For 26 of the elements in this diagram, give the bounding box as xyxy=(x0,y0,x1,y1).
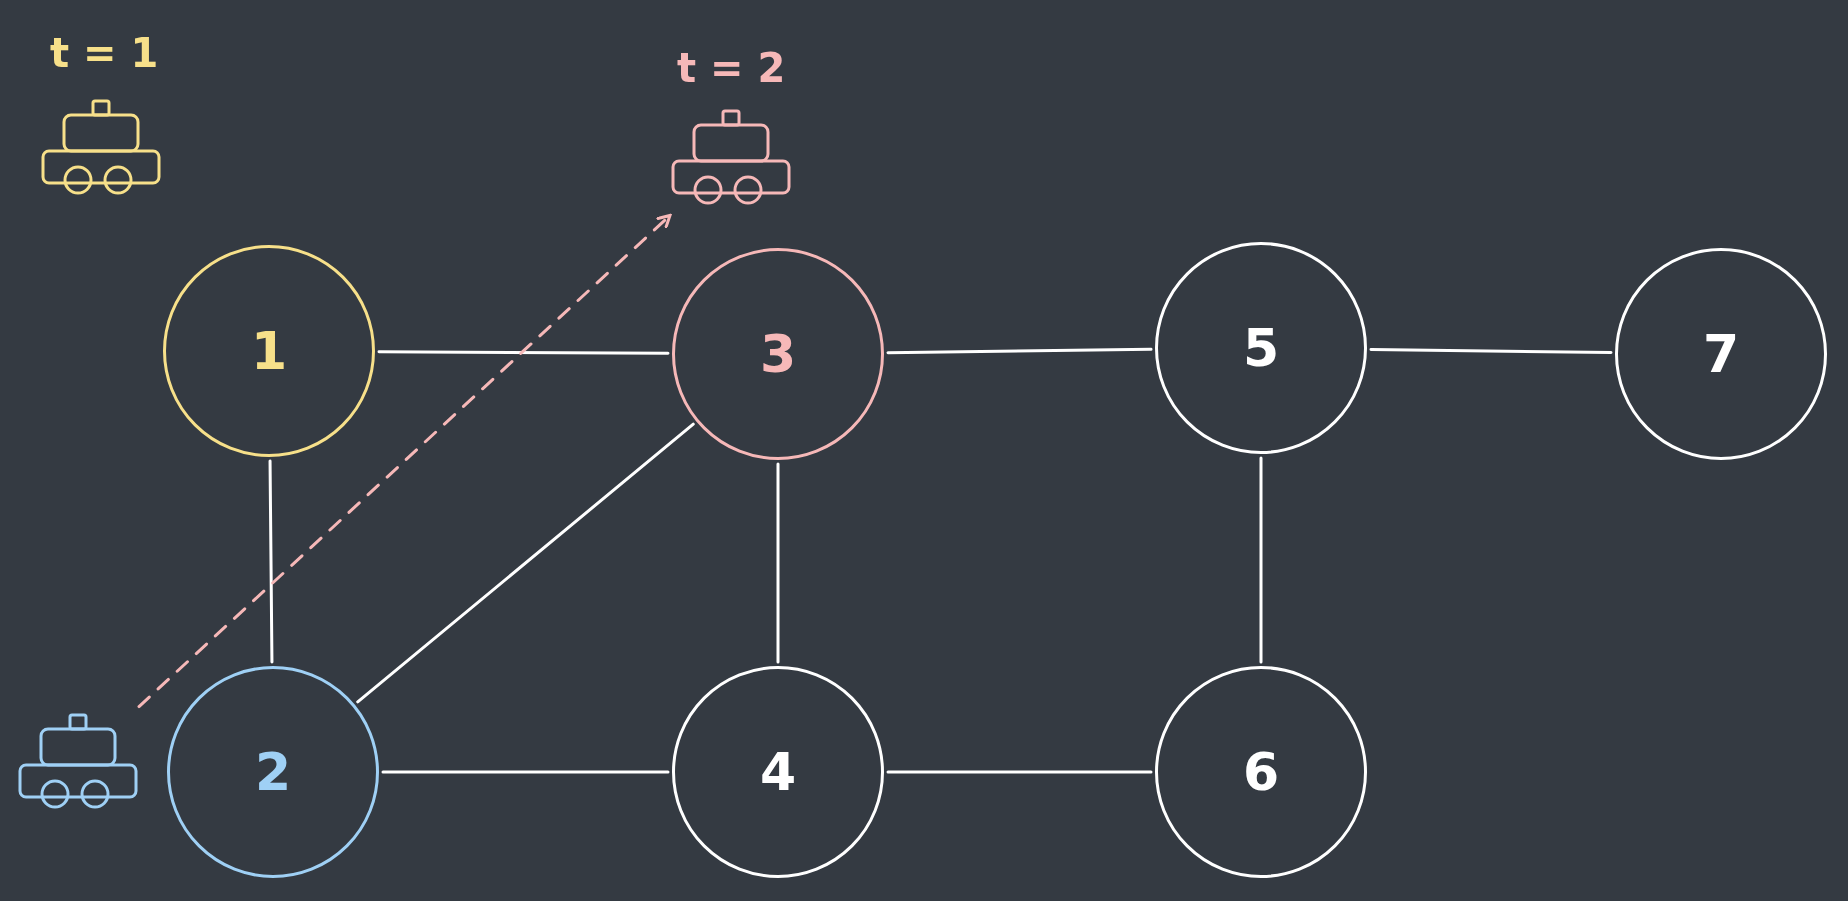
node-number: 1 xyxy=(250,325,288,377)
edge-line xyxy=(886,770,1153,774)
edge-line xyxy=(356,422,695,704)
node-circle xyxy=(1155,242,1367,454)
node-circle xyxy=(672,666,884,878)
time-label: t = 2 xyxy=(677,48,786,88)
edge-line xyxy=(776,462,780,664)
time-label: t = 1 xyxy=(50,33,159,73)
node-number: 7 xyxy=(1702,328,1740,380)
edge-line xyxy=(377,350,670,355)
edge-line xyxy=(1259,456,1263,664)
node-number: 4 xyxy=(759,746,797,798)
node-number: 6 xyxy=(1242,746,1280,798)
edge-line xyxy=(268,459,274,664)
edge-line xyxy=(886,347,1153,355)
node-circle xyxy=(1615,248,1827,460)
node-number: 3 xyxy=(759,328,797,380)
node-circle xyxy=(672,248,884,460)
node-number: 5 xyxy=(1242,322,1280,374)
node-circle xyxy=(1155,666,1367,878)
node-number: 2 xyxy=(254,746,292,798)
node-circle xyxy=(167,666,379,878)
edge-line xyxy=(1369,347,1613,355)
node-circle xyxy=(163,245,375,457)
edge-line xyxy=(381,770,670,774)
dashed-arrow xyxy=(137,213,672,709)
